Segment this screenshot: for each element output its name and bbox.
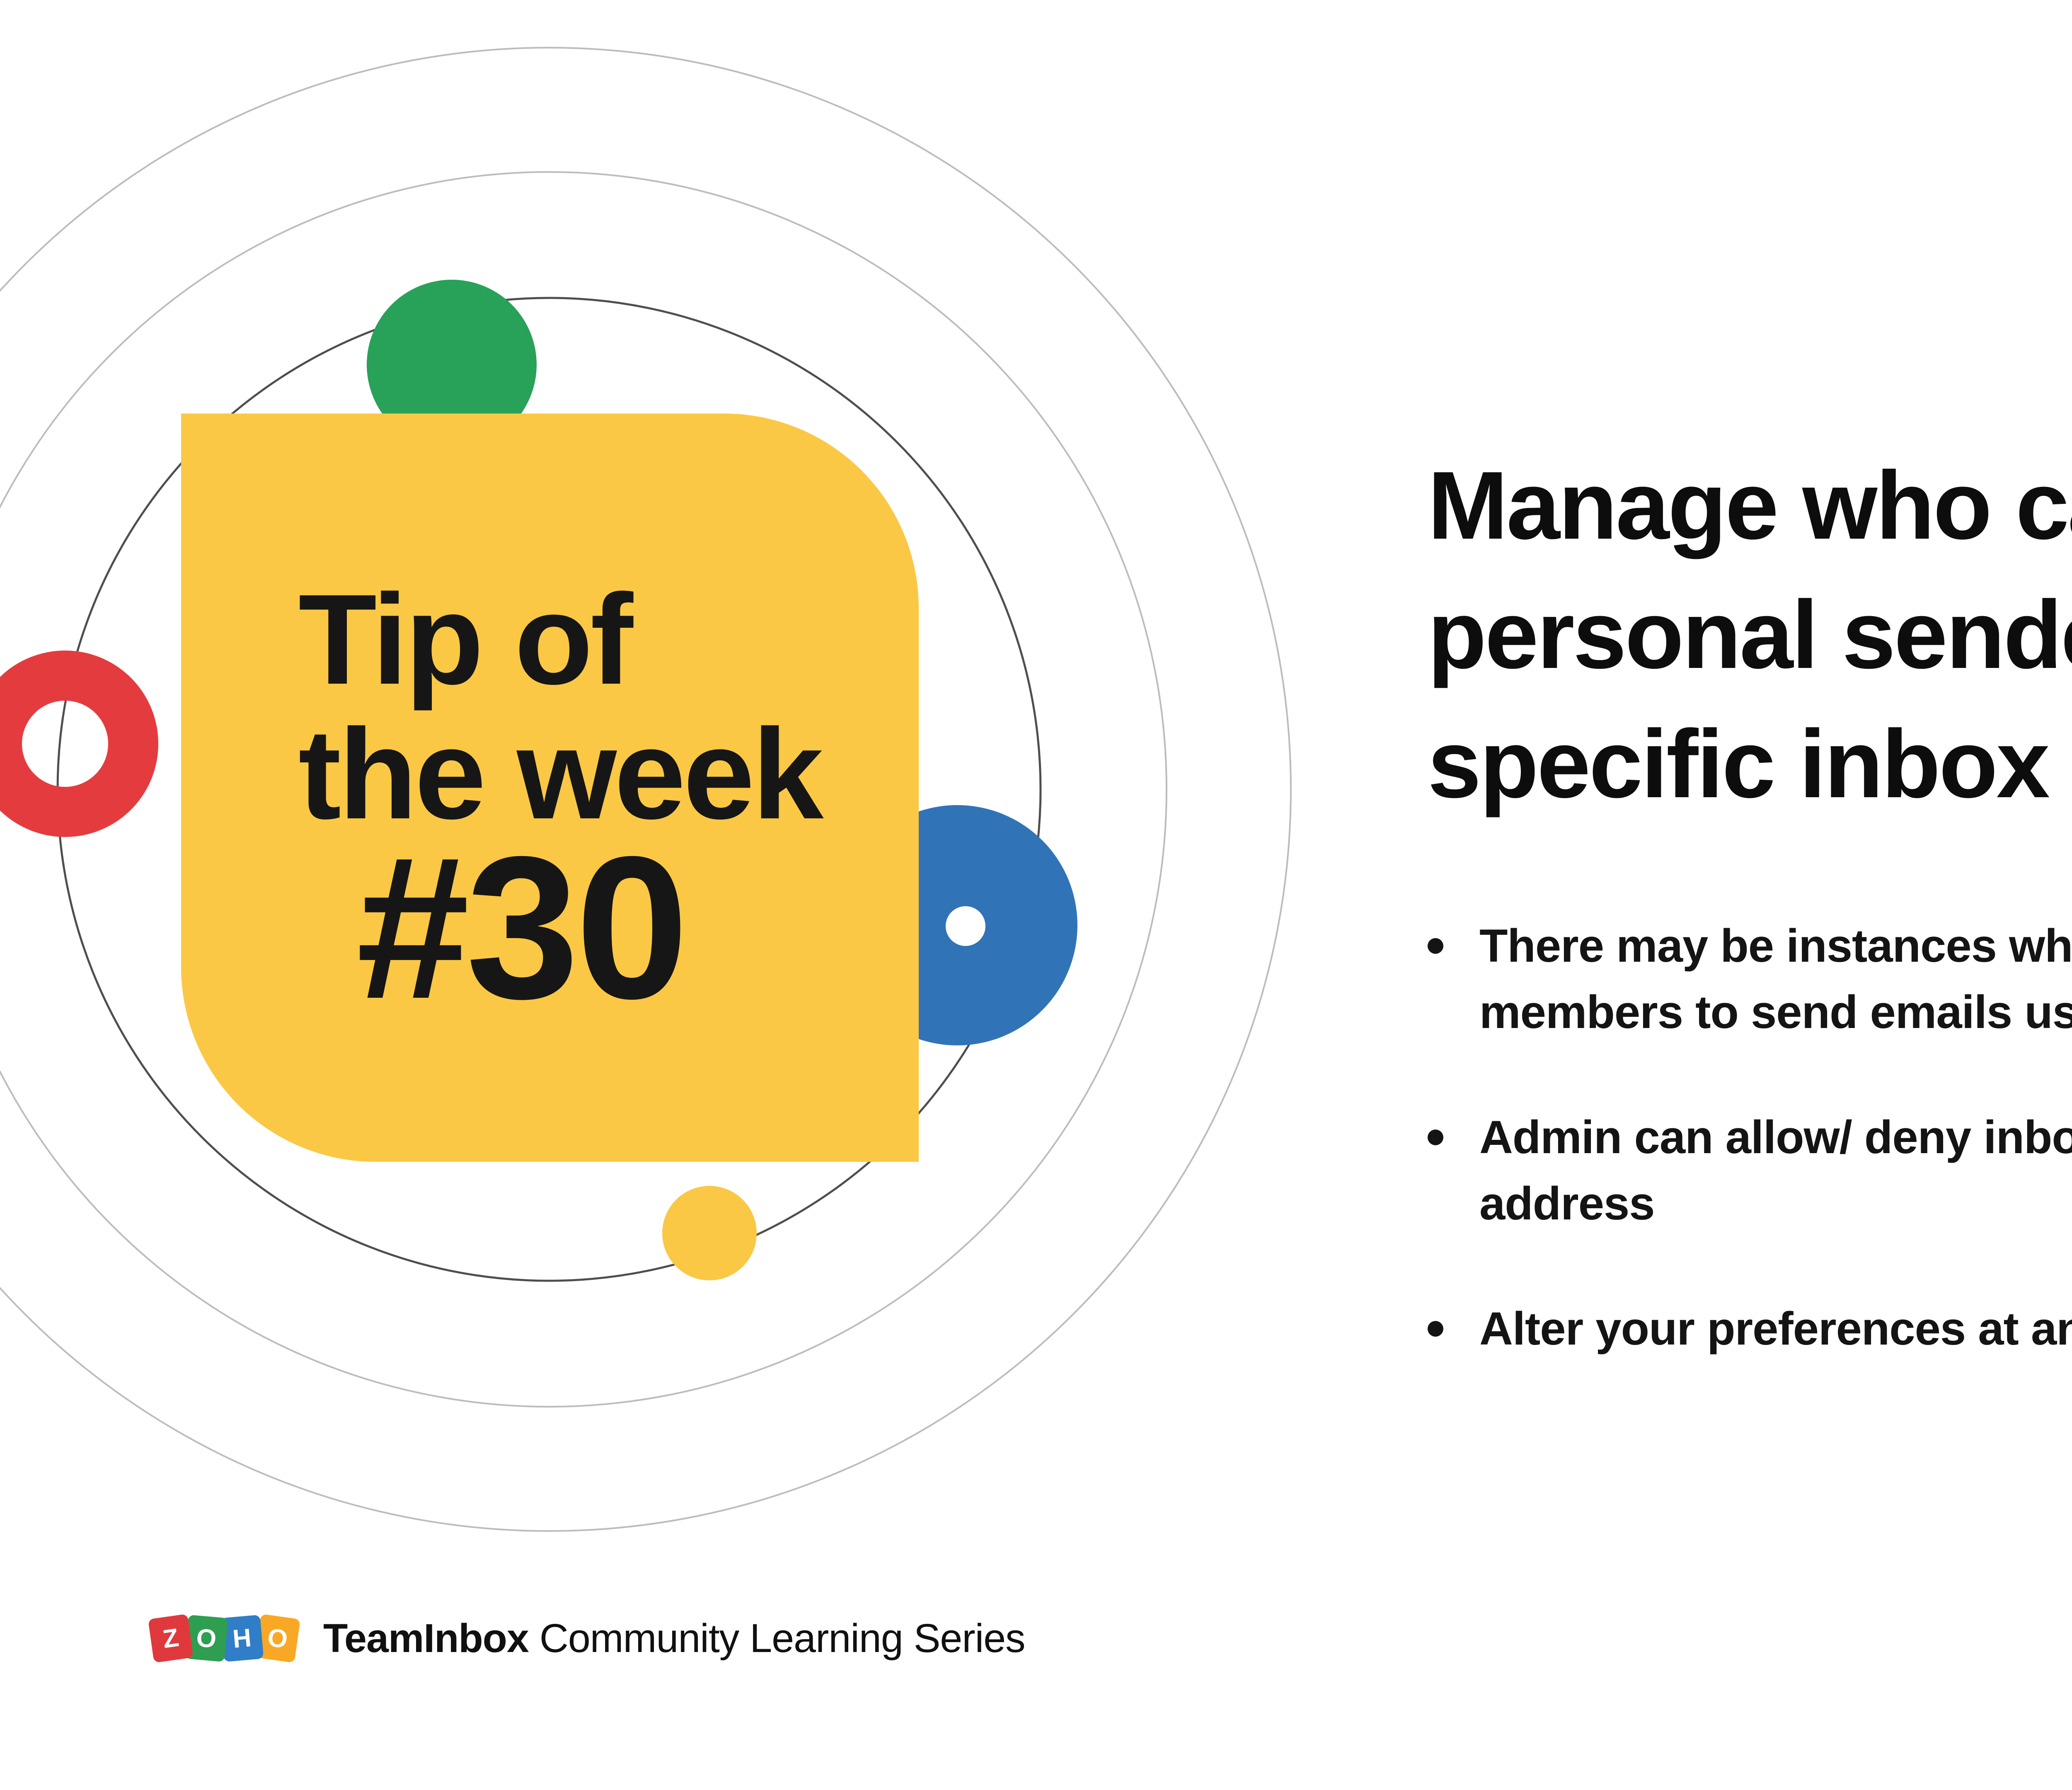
- bullet-list: There may be instances where, in a parti…: [1428, 913, 2072, 1362]
- zoho-logo-icon: Z O H O: [148, 1613, 300, 1663]
- title-line-3: specific inbox: [1428, 710, 2050, 818]
- tip-number: #30: [356, 814, 689, 1041]
- title-line-2: personal sender address for a: [1428, 581, 2072, 689]
- white-dot-icon: [946, 906, 985, 946]
- main-content: Manage who can use their personal sender…: [1428, 441, 2072, 1421]
- bullet-item: Alter your preferences at any point of t…: [1428, 1296, 2072, 1362]
- footer-series: Community Learning Series: [539, 1616, 1026, 1661]
- bullet-item: There may be instances where, in a parti…: [1428, 913, 2072, 1045]
- footer-brand: TeamInbox: [323, 1616, 529, 1661]
- footer: Z O H O TeamInbox Community Learning Ser…: [148, 1613, 1026, 1663]
- page-title: Manage who can use their personal sender…: [1428, 441, 2072, 829]
- badge-line-2: the week: [298, 702, 823, 846]
- footer-caption: TeamInbox Community Learning Series: [323, 1615, 1026, 1662]
- yellow-dot-bottom-decoration: [662, 1186, 757, 1280]
- zoho-tile-z: Z: [148, 1613, 194, 1663]
- tip-badge-text: Tip of the week #30: [181, 414, 919, 1031]
- badge-line-1: Tip of: [298, 567, 633, 711]
- title-line-1: Manage who can use their: [1428, 452, 2072, 559]
- bullet-item: Admin can allow/ deny inbox members from…: [1428, 1104, 2072, 1237]
- tip-badge: Tip of the week #30: [181, 414, 919, 1162]
